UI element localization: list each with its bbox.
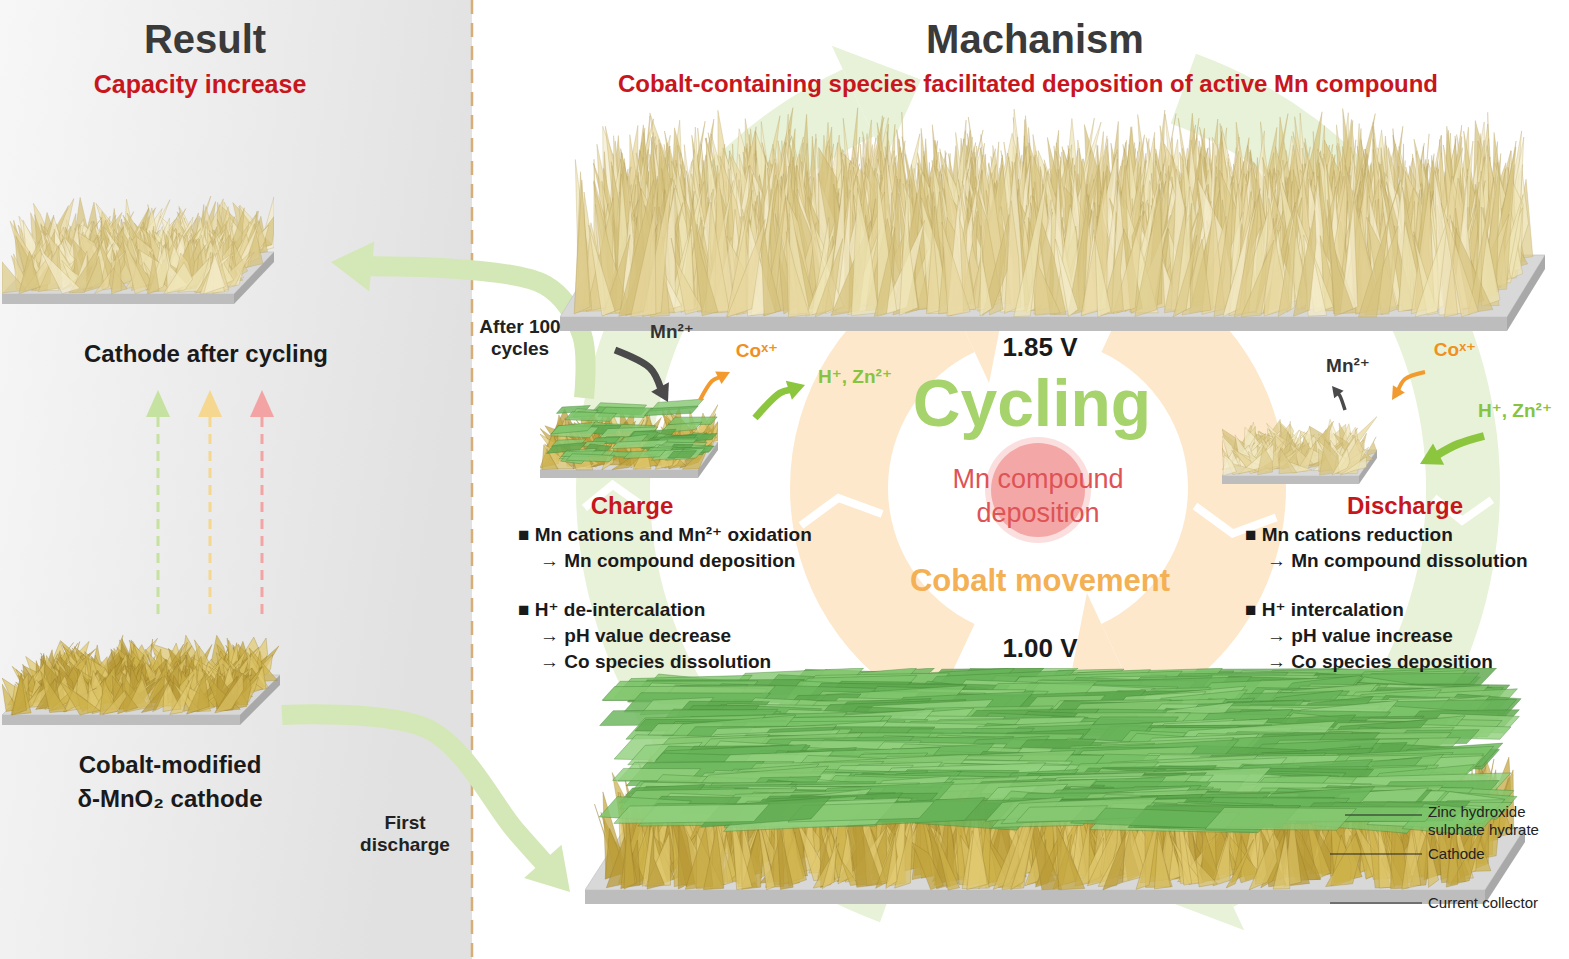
flake <box>40 250 80 294</box>
progress-arrow <box>146 390 170 614</box>
cathode-illustration <box>560 100 1545 335</box>
flake <box>41 671 67 712</box>
arrow-head <box>524 845 570 892</box>
flake <box>204 254 226 294</box>
flake <box>111 250 121 294</box>
cathode-label: Cathode after cycling <box>84 340 328 368</box>
current-collector-front <box>560 317 1507 331</box>
cathode-illustration <box>2 630 280 730</box>
current-collector-front <box>2 294 234 304</box>
arrow-head <box>146 390 170 417</box>
direction-chevron <box>801 498 882 526</box>
arrow-shaft <box>157 416 160 614</box>
transition-arrow <box>282 714 570 892</box>
flake <box>170 674 194 714</box>
left-panel <box>0 0 472 959</box>
progress-arrow <box>250 390 274 614</box>
flake <box>103 691 127 715</box>
flake <box>60 681 100 715</box>
cathode-label: Cobalt-modified δ-MnO₂ cathode <box>67 748 273 816</box>
cathode-plate <box>2 196 274 304</box>
flake <box>187 673 210 714</box>
transition-arrow <box>331 242 586 399</box>
current-collector-front <box>2 715 240 725</box>
cathode-illustration <box>2 190 274 315</box>
arrow-shaft <box>282 714 543 862</box>
progress-arrow <box>198 390 222 614</box>
flake <box>122 236 148 294</box>
arrow-shaft <box>209 416 212 614</box>
arrow-head <box>198 390 222 417</box>
flake <box>147 254 159 294</box>
flake <box>215 673 244 713</box>
flake <box>95 250 127 294</box>
cathode-after-cycling: Cathode after cycling <box>0 190 331 370</box>
manganese-oxide-flakes <box>2 196 274 294</box>
charged-state-cathode: 1.85 V <box>560 100 1547 365</box>
flake <box>12 673 27 715</box>
arrow-head <box>331 242 374 292</box>
cobalt-modified-cathode: Cobalt-modified δ-MnO₂ cathode <box>0 630 282 818</box>
manganese-oxide-flakes <box>574 108 1533 317</box>
cathode-plate <box>2 635 280 725</box>
cathode-plate <box>560 108 1545 331</box>
arrow-shaft <box>371 266 586 398</box>
arrow-shaft <box>261 416 264 614</box>
panel-divider <box>471 0 474 959</box>
manganese-oxide-flakes <box>2 635 279 715</box>
flake <box>200 253 224 294</box>
flake <box>19 251 40 294</box>
flake <box>141 679 170 712</box>
arrow-head <box>250 390 274 417</box>
